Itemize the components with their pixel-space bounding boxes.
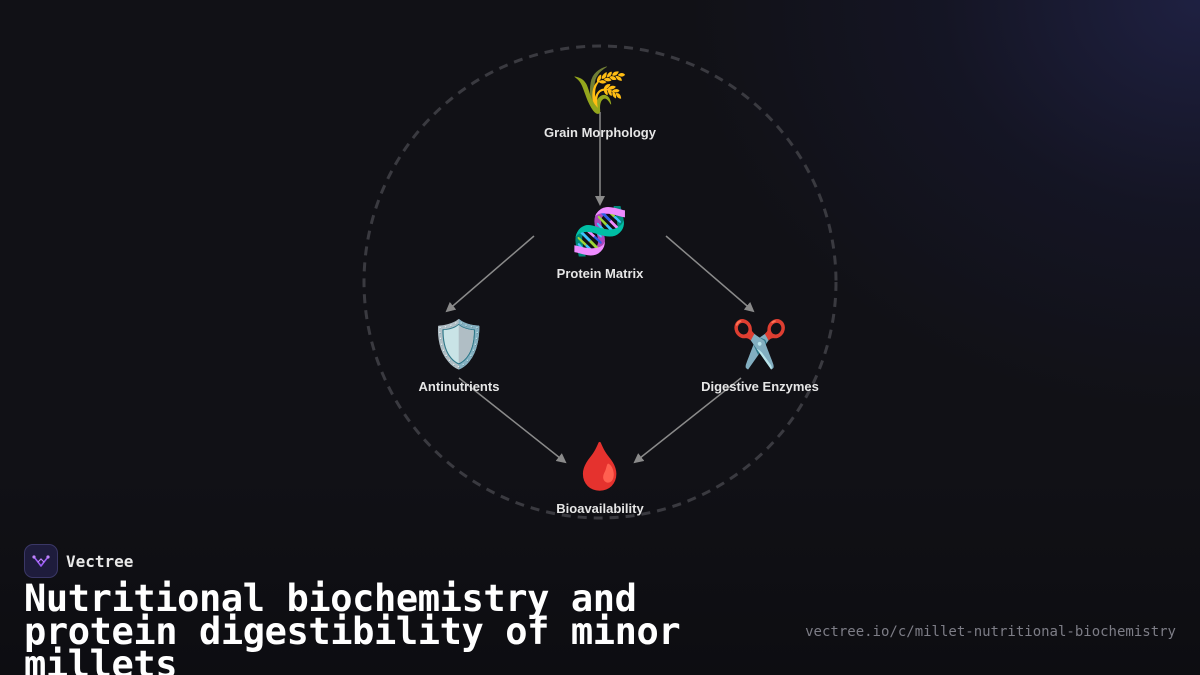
wheat-icon: 🌾 (571, 64, 628, 116)
edge-protein-to-antinutrients (445, 235, 535, 313)
node-label-grain: Grain Morphology (544, 125, 657, 140)
node-grain: 🌾 Grain Morphology (544, 64, 657, 140)
edges (445, 112, 755, 464)
node-protein: 🧬 Protein Matrix (557, 203, 644, 281)
node-label-antinutrients: Antinutrients (419, 379, 500, 394)
dashed-ring (362, 44, 838, 520)
edge-protein-to-enzymes (665, 235, 755, 313)
vectree-logo-icon (24, 544, 58, 578)
node-label-enzymes: Digestive Enzymes (701, 379, 819, 394)
node-bioavailability: 🩸 Bioavailability (556, 440, 644, 516)
node-label-bioavailability: Bioavailability (556, 501, 644, 516)
brand: Vectree (24, 544, 133, 578)
shield-icon: 🛡️ (430, 318, 487, 371)
node-enzymes: ✂️ Digestive Enzymes (701, 316, 819, 394)
node-antinutrients: 🛡️ Antinutrients (419, 318, 500, 394)
blood-drop-icon: 🩸 (571, 440, 628, 493)
node-label-protein: Protein Matrix (557, 266, 644, 281)
scissors-icon: ✂️ (731, 316, 788, 371)
page-url[interactable]: vectree.io/c/millet-nutritional-biochemi… (805, 624, 1176, 640)
edge-antinutrients-to-bioavailability (458, 377, 567, 464)
page-title: Nutritional biochemistry and protein dig… (24, 577, 681, 675)
logo-mark (32, 555, 50, 567)
brand-name: Vectree (66, 551, 134, 571)
edge-enzymes-to-bioavailability (633, 377, 742, 464)
dna-icon: 🧬 (571, 203, 628, 259)
